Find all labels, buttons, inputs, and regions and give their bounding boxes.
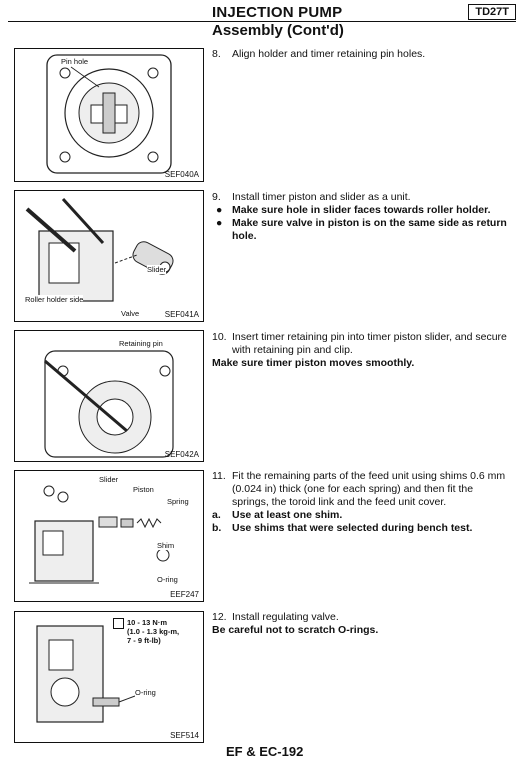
torque-line-1: 10 - 13 N·m [127, 618, 168, 627]
figure-retaining-pin: Retaining pin SEF042A [14, 330, 204, 462]
roller-holder-side-label: Roller holder side [25, 295, 84, 304]
item-mark: b. [212, 522, 222, 534]
pin-hole-label: Pin hole [61, 57, 89, 66]
header-rule [8, 21, 516, 22]
step-note: Be careful not to scratch O-rings. [212, 624, 379, 636]
regulating-valve-illustration [36, 625, 136, 723]
pump-housing-illustration [46, 54, 172, 174]
piston-label: Piston [133, 485, 154, 494]
bullet-text: Make sure valve in piston is on the same… [232, 217, 507, 242]
item-text: Use at least one shim. [232, 509, 343, 521]
figure-code: SEF040A [164, 170, 199, 179]
step-8: 8. Align holder and timer retaining pin h… [212, 48, 512, 61]
step-number: 12. [212, 611, 227, 623]
figure-code: SEF041A [164, 310, 199, 319]
step-text: Align holder and timer retaining pin hol… [232, 48, 426, 60]
bullet-text: Make sure hole in slider faces towards r… [232, 204, 491, 216]
o-ring-label: O-ring [157, 575, 178, 584]
bullet-mark: ● [216, 217, 223, 229]
valve-label: Valve [121, 309, 140, 318]
figure-code: SEF042A [164, 450, 199, 459]
torque-line-3: 7 - 9 ft-lb) [127, 636, 161, 645]
figure-code: SEF514 [170, 731, 199, 740]
figure-code: EEF247 [170, 590, 199, 599]
item-mark: a. [212, 509, 221, 521]
step-number: 11. [212, 470, 226, 482]
step-10: 10. Insert timer retaining pin into timer… [212, 331, 512, 370]
step-note: Make sure timer piston moves smoothly. [212, 357, 415, 369]
step-11: 11. Fit the remaining parts of the feed u… [212, 470, 512, 535]
slider-label: Slider [99, 475, 119, 484]
step-number: 8. [212, 48, 221, 60]
torque-line-2: (1.0 - 1.3 kg-m, [127, 627, 180, 636]
figure-regulating-valve: 10 - 13 N·m (1.0 - 1.3 kg-m, 7 - 9 ft-lb… [14, 611, 204, 743]
slider-label: Slider [147, 265, 167, 274]
figure-pin-hole: Pin hole SEF040A [14, 48, 204, 182]
step-number: 9. [212, 191, 221, 203]
step-9: 9. Install timer piston and slider as a u… [212, 191, 512, 243]
step-text: Insert timer retaining pin into timer pi… [232, 331, 507, 356]
step-12: 12. Install regulating valve. Be careful … [212, 611, 512, 637]
spring-label: Spring [167, 497, 189, 506]
step-text: Install timer piston and slider as a uni… [232, 191, 411, 203]
model-code-badge: TD27T [468, 4, 516, 20]
retaining-pin-illustration [44, 350, 174, 458]
step-text: Install regulating valve. [232, 611, 339, 623]
torque-wrench-icon [113, 618, 124, 629]
o-ring-label: O-ring [135, 688, 156, 697]
timer-piston-illustration [25, 197, 174, 302]
figure-slider: Slider Roller holder side Valve SEF041A [14, 190, 204, 322]
feed-unit-exploded-illustration [29, 485, 170, 584]
step-number: 10. [212, 331, 227, 343]
figure-feed-unit: Slider Piston Spring Shim O-ring EEF247 [14, 470, 204, 602]
step-text: Fit the remaining parts of the feed unit… [232, 470, 506, 508]
section-subtitle: Assembly (Cont'd) [212, 22, 344, 39]
bullet-mark: ● [216, 204, 223, 216]
torque-spec: 10 - 13 N·m (1.0 - 1.3 kg-m, 7 - 9 ft-lb… [127, 618, 179, 645]
item-text: Use shims that were selected during benc… [232, 522, 473, 534]
shim-label: Shim [157, 541, 175, 550]
retaining-pin-label: Retaining pin [119, 339, 163, 348]
section-title: INJECTION PUMP [212, 4, 343, 21]
page-number: EF & EC-192 [226, 744, 304, 759]
